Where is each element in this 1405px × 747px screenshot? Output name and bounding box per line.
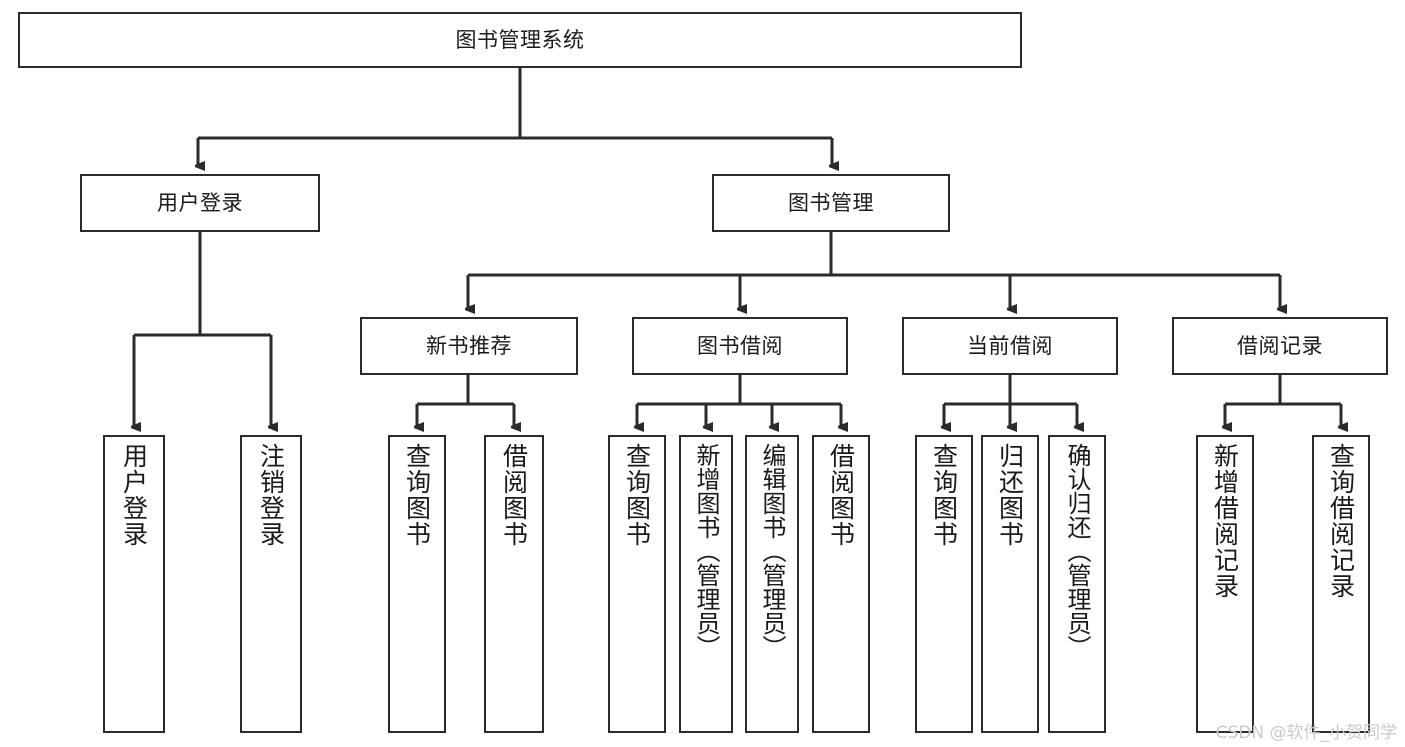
node-leaf-return-book[interactable]: 归还图书 xyxy=(981,435,1039,733)
node-leaf-return-book-label: 归还图书 xyxy=(995,443,1025,547)
node-book-manage-label: 图书管理 xyxy=(788,190,874,215)
node-user-login-label: 用户登录 xyxy=(157,190,243,215)
node-leaf-query-record[interactable]: 查询借阅记录 xyxy=(1312,435,1370,733)
node-leaf-logout-label: 注销登录 xyxy=(256,443,286,547)
node-leaf-confirm-return[interactable]: 确认归还（管理员） xyxy=(1048,435,1106,733)
node-new-book-recommend[interactable]: 新书推荐 xyxy=(360,317,578,375)
node-leaf-confirm-return-label: 确认归还（管理员） xyxy=(1063,443,1091,659)
node-leaf-query-book-borrow-label: 查询图书 xyxy=(622,443,652,547)
node-leaf-borrow-book-rec[interactable]: 借阅图书 xyxy=(484,435,544,733)
node-leaf-query-book-current-label: 查询图书 xyxy=(929,443,959,547)
node-user-login[interactable]: 用户登录 xyxy=(80,174,320,232)
node-leaf-edit-book-label: 编辑图书（管理员） xyxy=(758,443,786,659)
node-leaf-add-book-label: 新增图书（管理员） xyxy=(692,443,720,659)
node-current-borrow-label: 当前借阅 xyxy=(967,333,1053,358)
node-leaf-query-book-rec[interactable]: 查询图书 xyxy=(388,435,446,733)
node-book-manage[interactable]: 图书管理 xyxy=(712,174,950,232)
node-leaf-add-record-label: 新增借阅记录 xyxy=(1210,443,1240,599)
node-leaf-add-book[interactable]: 新增图书（管理员） xyxy=(679,435,733,733)
node-title-system-label: 图书管理系统 xyxy=(455,27,585,52)
node-leaf-borrow-book-rec-label: 借阅图书 xyxy=(499,443,529,547)
node-leaf-query-book-rec-label: 查询图书 xyxy=(402,443,432,547)
node-leaf-user-login[interactable]: 用户登录 xyxy=(103,435,165,733)
node-leaf-borrow-book[interactable]: 借阅图书 xyxy=(812,435,870,733)
node-title-system[interactable]: 图书管理系统 xyxy=(18,12,1022,68)
node-borrow-records-label: 借阅记录 xyxy=(1237,333,1323,358)
node-leaf-logout[interactable]: 注销登录 xyxy=(240,435,302,733)
node-leaf-query-book-current[interactable]: 查询图书 xyxy=(915,435,973,733)
node-new-book-recommend-label: 新书推荐 xyxy=(426,333,512,358)
node-borrow-records[interactable]: 借阅记录 xyxy=(1172,317,1388,375)
node-leaf-query-book-borrow[interactable]: 查询图书 xyxy=(608,435,666,733)
node-leaf-borrow-book-label: 借阅图书 xyxy=(826,443,856,547)
node-leaf-add-record[interactable]: 新增借阅记录 xyxy=(1196,435,1254,733)
node-leaf-query-record-label: 查询借阅记录 xyxy=(1326,443,1356,599)
node-current-borrow[interactable]: 当前借阅 xyxy=(902,317,1118,375)
node-leaf-edit-book[interactable]: 编辑图书（管理员） xyxy=(745,435,799,733)
node-book-borrow-label: 图书借阅 xyxy=(697,333,783,358)
node-book-borrow[interactable]: 图书借阅 xyxy=(632,317,848,375)
node-leaf-user-login-label: 用户登录 xyxy=(119,443,149,547)
